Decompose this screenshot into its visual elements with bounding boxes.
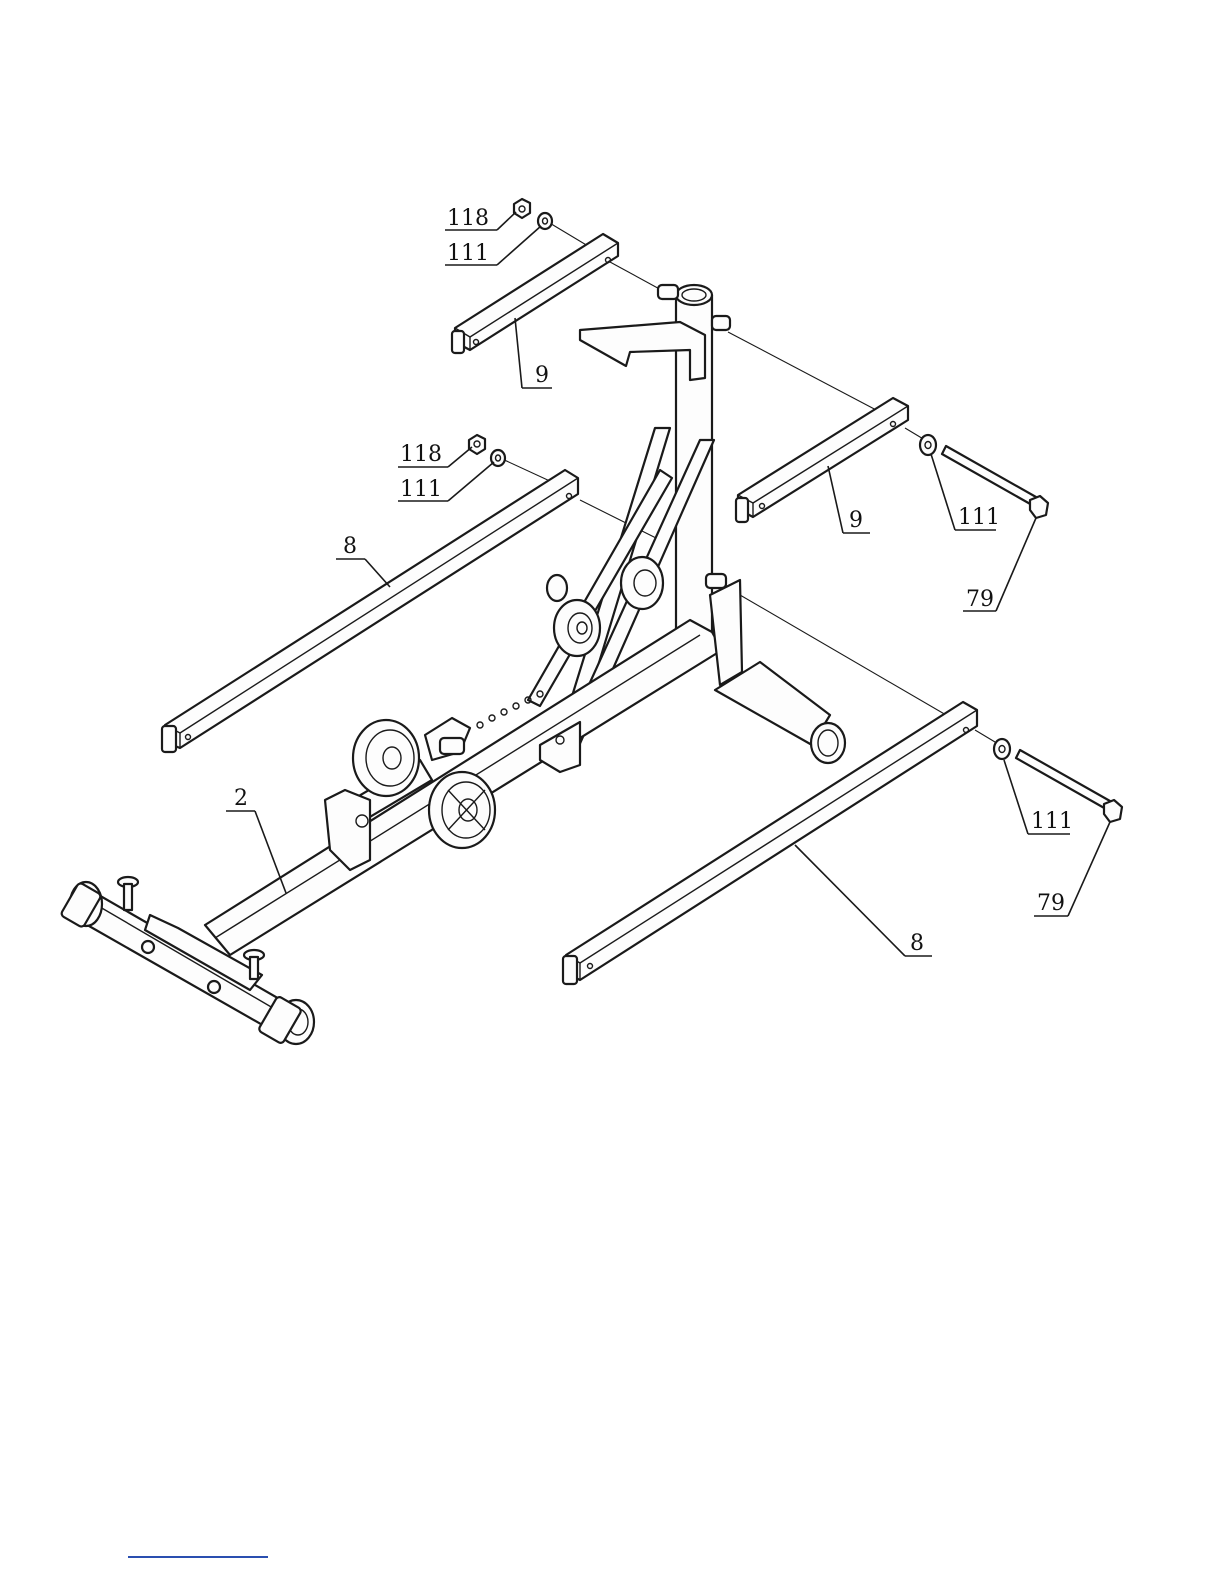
part-8-left-bar xyxy=(162,470,578,752)
bolt-79-lower xyxy=(1016,750,1110,809)
svg-text:79: 79 xyxy=(1037,891,1065,916)
svg-text:8: 8 xyxy=(910,931,924,956)
callout-2: 2 xyxy=(226,786,286,893)
svg-text:79: 79 xyxy=(966,587,994,612)
svg-text:9: 9 xyxy=(535,363,549,388)
callout-118-top: 118 xyxy=(445,206,516,231)
svg-text:111: 111 xyxy=(400,477,442,502)
footer-rule xyxy=(128,1556,268,1558)
callout-111-top: 111 xyxy=(445,226,541,266)
washer-111-lower-right xyxy=(994,739,1010,759)
callout-79-lower: 79 xyxy=(1034,822,1110,916)
callout-111-mid: 111 xyxy=(398,462,494,502)
callout-118-mid: 118 xyxy=(398,442,472,467)
svg-text:111: 111 xyxy=(447,241,489,266)
svg-text:8: 8 xyxy=(343,534,357,559)
part-9-right-bar xyxy=(736,398,908,522)
washer-111-upper-right xyxy=(920,435,936,455)
nut-118-mid xyxy=(469,435,485,454)
part-2-main-rail xyxy=(205,580,845,955)
callout-79-upper: 79 xyxy=(963,518,1036,612)
svg-text:111: 111 xyxy=(958,505,1000,530)
nut-118-top xyxy=(514,199,530,218)
callout-9-right: 9 xyxy=(828,466,870,533)
callout-8-bottom: 8 xyxy=(795,845,932,956)
svg-text:111: 111 xyxy=(1031,809,1073,834)
svg-text:9: 9 xyxy=(849,508,863,533)
svg-text:2: 2 xyxy=(234,786,248,811)
svg-text:118: 118 xyxy=(447,206,489,231)
callout-9-left: 9 xyxy=(515,318,552,388)
bolt-79-upper xyxy=(942,446,1036,505)
callout-8-left: 8 xyxy=(336,534,390,587)
svg-text:118: 118 xyxy=(400,442,442,467)
